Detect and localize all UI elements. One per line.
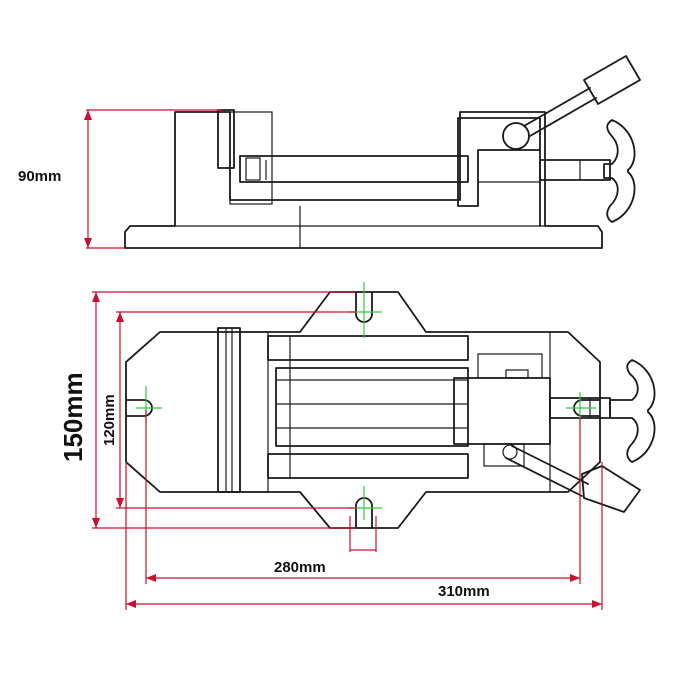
label-length-total: 310mm [438, 583, 490, 600]
top-rail-center [275, 367, 469, 447]
dimension-slot-width: 120mm [101, 311, 356, 509]
label-slot-length: 280mm [274, 559, 326, 576]
side-spindle [539, 159, 611, 181]
side-view [124, 55, 641, 249]
side-base-plate [124, 111, 603, 249]
label-height: 90mm [18, 168, 61, 185]
dimension-slot-length: 280mm [145, 410, 581, 584]
top-lever-grip [581, 465, 641, 513]
side-fixed-jaw-plate [217, 109, 235, 169]
side-lever-pivot [502, 122, 530, 150]
side-screw-head [245, 157, 261, 181]
dimension-slot-size [349, 516, 377, 552]
center-marks [136, 282, 596, 520]
top-fixed-jaw [217, 327, 241, 493]
side-lever-grip [583, 55, 641, 105]
label-width-total: 150mm [58, 372, 88, 462]
top-movable-tab [505, 369, 529, 379]
dimension-height: 90mm [18, 109, 222, 249]
top-fixed-block [239, 331, 269, 493]
top-rail-1 [267, 335, 469, 361]
top-lever-pivot [502, 444, 518, 460]
label-slot-width: 120mm [101, 394, 118, 446]
dimension-length-total: 310mm [125, 462, 603, 610]
side-screw-rail [239, 155, 469, 183]
dimension-width-total: 150mm [58, 291, 356, 529]
top-movable-lower [483, 443, 525, 467]
top-movable-upper [477, 353, 543, 379]
side-fixed-jaw-body [229, 111, 273, 205]
side-t-handle [603, 119, 636, 223]
top-t-handle [609, 359, 656, 463]
top-view [125, 291, 656, 529]
top-rail-2 [267, 453, 469, 479]
side-movable-jaw [457, 117, 541, 227]
side-lever-arm [523, 87, 597, 137]
top-lever-arm [505, 445, 589, 497]
top-base-outline [125, 291, 601, 529]
